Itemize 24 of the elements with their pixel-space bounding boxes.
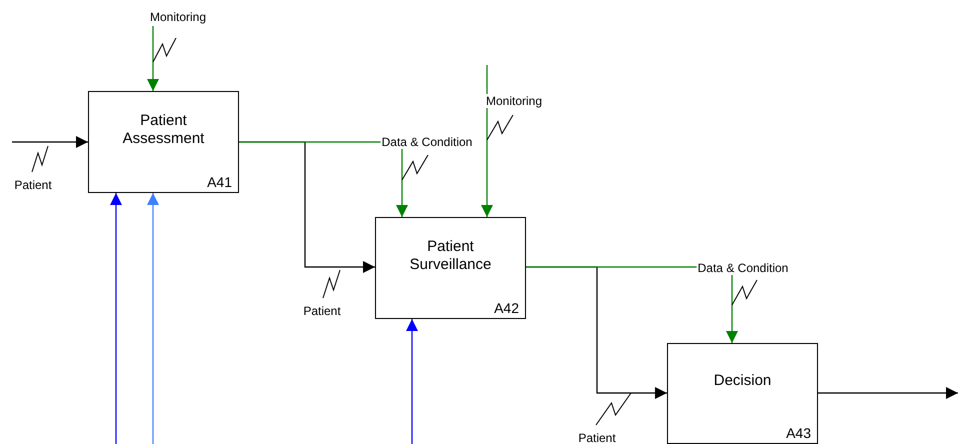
process-box [375,217,526,319]
arrow [406,319,418,444]
arrow [818,387,958,399]
arrow [110,193,122,444]
edge-label: Monitoring [148,10,208,24]
edge-label: Patient [13,178,53,192]
arrow [481,65,493,217]
edge-label: Monitoring [484,94,544,108]
node-number: A43 [786,425,811,441]
process-box [667,343,818,444]
process-title: Patient Assessment [122,112,206,148]
arrow [12,136,88,148]
edge-label: Patient [577,431,617,444]
process-box [88,91,239,193]
process-title: Patient Surveillance [408,238,492,274]
node-number: A41 [207,174,232,190]
process-title: Decision [712,372,772,390]
arrow [239,141,408,217]
edge-label: Patient [302,304,342,318]
edge-label: Data & Condition [380,135,474,149]
arrow [147,193,159,444]
node-number: A42 [494,300,519,316]
edge-label: Data & Condition [696,261,790,275]
arrow [147,26,159,91]
